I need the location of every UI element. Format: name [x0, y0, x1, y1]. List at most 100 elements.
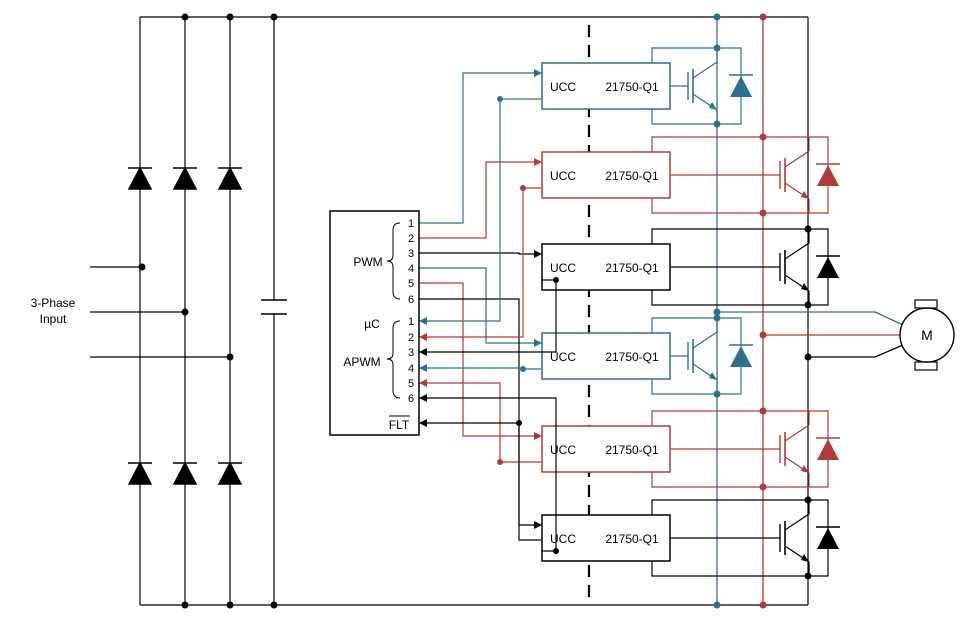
junction-dot	[759, 133, 767, 141]
igbt-icon	[687, 48, 718, 124]
junction-dot	[713, 120, 721, 128]
diode-icon	[127, 166, 153, 190]
driver-return-wire	[651, 290, 809, 306]
diode-icon	[717, 47, 753, 125]
junction-dot	[520, 366, 526, 372]
diode-icon	[809, 228, 840, 306]
driver-supply-wire	[651, 317, 717, 333]
driver-return-wire	[651, 198, 809, 214]
motor-icon: M	[899, 299, 955, 371]
pwm-brace	[386, 222, 401, 300]
junction-dot	[713, 314, 721, 322]
gate-driver: UCC 21750-Q1	[541, 407, 840, 491]
pin-number: 5	[408, 278, 414, 290]
gate-driver: UCC 21750-Q1	[541, 314, 753, 398]
junction-dot	[497, 459, 503, 465]
driver-supply-wire	[651, 499, 809, 515]
diode-icon	[809, 410, 840, 488]
junction-dot	[553, 548, 559, 554]
input-label-line1: 3-Phase	[31, 296, 76, 310]
rectifier-bridge	[90, 16, 809, 606]
driver-return-wire	[651, 472, 809, 488]
signal-wire	[419, 279, 557, 356]
pin-number: 4	[408, 263, 414, 275]
junction-dot	[759, 407, 767, 415]
pin-number: 2	[408, 233, 414, 245]
driver-label-right: 21750-Q1	[605, 532, 659, 546]
signal-wire	[419, 394, 557, 552]
signal-wire	[419, 98, 541, 325]
pwm-label: PWM	[353, 255, 382, 269]
input-label-line2: Input	[40, 312, 67, 326]
driver-box	[541, 151, 671, 199]
driver-label-right: 21750-Q1	[605, 80, 659, 94]
apwm-brace	[386, 320, 401, 399]
pin-number: 1	[408, 316, 414, 328]
junction-dot	[713, 44, 721, 52]
junction-dot	[713, 390, 721, 398]
driver-label-left: UCC	[550, 532, 576, 546]
driver-return-wire	[651, 561, 809, 577]
signal-wire	[419, 158, 542, 239]
diode-icon	[717, 317, 753, 395]
signal-wire	[419, 419, 541, 541]
driver-supply-wire	[651, 228, 809, 244]
phase-rails	[716, 17, 904, 605]
igbt-icon	[779, 229, 810, 305]
driver-label-left: UCC	[550, 443, 576, 457]
pin-number: 5	[408, 378, 414, 390]
pin-number: 6	[408, 393, 414, 405]
gate-driver: UCC 21750-Q1	[541, 225, 840, 309]
signal-wire	[419, 282, 542, 440]
signal-wire	[419, 250, 542, 258]
capacitor-icon	[261, 299, 287, 315]
diode-icon	[127, 461, 153, 485]
uc-label: µC	[364, 317, 380, 331]
signal-wire	[419, 69, 542, 224]
driver-box	[541, 62, 671, 110]
signal-wire	[419, 267, 542, 347]
rectifier-diodes	[127, 166, 243, 485]
pin-number: 3	[408, 248, 414, 260]
driver-supply-wire	[651, 136, 809, 152]
driver-box	[541, 332, 671, 380]
driver-label-right: 21750-Q1	[605, 350, 659, 364]
apwm-label: APWM	[343, 355, 380, 369]
motor-label: M	[921, 327, 933, 343]
pin-number: 1	[408, 218, 414, 230]
igbt-icon	[779, 411, 810, 487]
igbt-icon	[687, 318, 718, 394]
diode-icon	[172, 461, 198, 485]
driver-return-wire	[651, 379, 717, 395]
igbt-icon	[779, 137, 810, 213]
driver-label-left: UCC	[550, 350, 576, 364]
diode-icon	[217, 461, 243, 485]
igbt-icon	[779, 500, 810, 576]
signal-wire	[419, 298, 542, 529]
diode-icon	[172, 166, 198, 190]
pin-number: 4	[408, 363, 414, 375]
driver-label-left: UCC	[550, 261, 576, 275]
driver-supply-wire	[651, 410, 809, 426]
junction-dot	[553, 277, 559, 283]
driver-label-right: 21750-Q1	[605, 443, 659, 457]
driver-label-right: 21750-Q1	[605, 261, 659, 275]
rectifier-junctions	[138, 13, 278, 609]
rail-junctions	[713, 13, 812, 609]
flt-label: FLT	[389, 418, 410, 432]
gate-driver: UCC 21750-Q1	[541, 496, 840, 580]
diode-icon	[809, 499, 840, 577]
junction-dot	[759, 483, 767, 491]
driver-label-right: 21750-Q1	[605, 169, 659, 183]
junction-dot	[497, 96, 503, 102]
pin-number: 3	[408, 347, 414, 359]
diode-icon	[217, 166, 243, 190]
driver-return-wire	[651, 109, 717, 125]
signal-wire	[419, 187, 541, 341]
pin-number: 6	[408, 294, 414, 306]
diode-icon	[809, 136, 840, 214]
junction-dot	[759, 209, 767, 217]
